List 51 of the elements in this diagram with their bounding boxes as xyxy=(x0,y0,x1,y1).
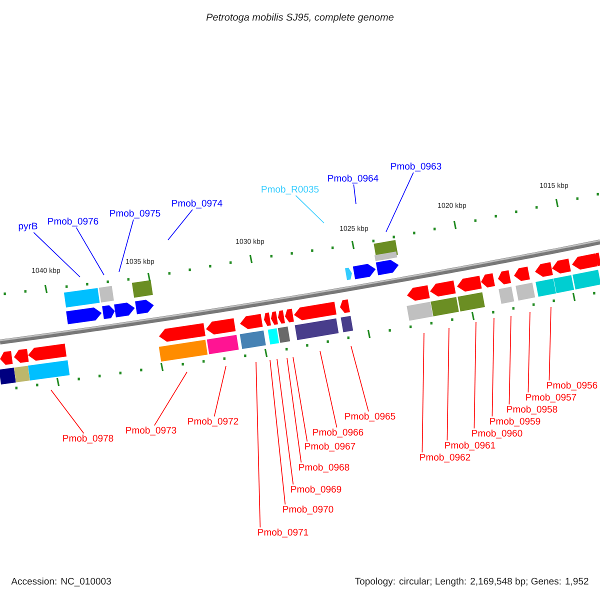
leader-line xyxy=(528,312,530,393)
leader-line xyxy=(276,358,294,485)
gene-label: Pmob_0973 xyxy=(126,426,176,436)
leader-line xyxy=(446,328,450,441)
gene-label: Pmob_0958 xyxy=(507,406,558,414)
leader-line xyxy=(76,227,104,276)
leader-line xyxy=(350,346,369,412)
gene-label: Pmob_0956 xyxy=(547,382,598,390)
gene-label: Pmob_0963 xyxy=(391,162,442,172)
gene-label: Pmob_0965 xyxy=(345,412,396,422)
gene-label: Pmob_0972 xyxy=(188,418,238,426)
leader-line xyxy=(386,172,414,232)
gene-label: Pmob_0970 xyxy=(283,506,334,514)
leader-line xyxy=(548,306,552,381)
leader-line xyxy=(353,184,356,204)
gene-label: Pmob_0964 xyxy=(328,174,378,184)
leader-line xyxy=(118,219,134,272)
leader-line xyxy=(33,232,80,278)
gene-label: Pmob_0975 xyxy=(110,210,160,218)
gene-label: Pmob_R0035 xyxy=(262,186,319,194)
leader-line xyxy=(492,318,494,417)
leader-line xyxy=(292,356,308,442)
gene-label: Pmob_0960 xyxy=(472,430,522,438)
gene-label: Pmob_0959 xyxy=(490,418,540,426)
gene-label: pyrB xyxy=(18,222,38,232)
leader-line xyxy=(422,332,424,453)
leader-line xyxy=(474,322,476,429)
leader-line xyxy=(256,362,261,528)
leader-line xyxy=(286,358,302,463)
gene-label: Pmob_0961 xyxy=(445,442,496,450)
leader-line xyxy=(508,316,512,405)
title: Petrotoga mobilis SJ95, complete genome xyxy=(206,13,394,23)
gene-label: Pmob_0971 xyxy=(258,528,308,538)
gene-label: Pmob_0969 xyxy=(291,486,342,494)
gene-label: Pmob_0974 xyxy=(172,200,222,208)
leader-line xyxy=(50,390,84,434)
gene-label: Pmob_0978 xyxy=(63,434,114,444)
footer-text: Topology: circular; Length: 2,169,548 bp; Genes: 1,952 xyxy=(355,578,588,586)
gene-label: Pmob_0962 xyxy=(420,454,470,462)
gene-label: Pmob_0966 xyxy=(313,428,364,438)
leader-line xyxy=(295,195,324,224)
gene-label: Pmob_0967 xyxy=(305,442,356,452)
footer-text: Accession: NC_010003 xyxy=(11,578,111,586)
leader-line xyxy=(270,360,286,505)
leader-line xyxy=(168,209,193,240)
leader-line xyxy=(320,350,338,428)
gene-label: Pmob_0976 xyxy=(48,218,98,226)
gene-label: Pmob_0968 xyxy=(299,464,350,472)
leader-line xyxy=(154,372,188,426)
leader-line xyxy=(214,366,226,417)
gene-label: Pmob_0957 xyxy=(526,394,576,402)
